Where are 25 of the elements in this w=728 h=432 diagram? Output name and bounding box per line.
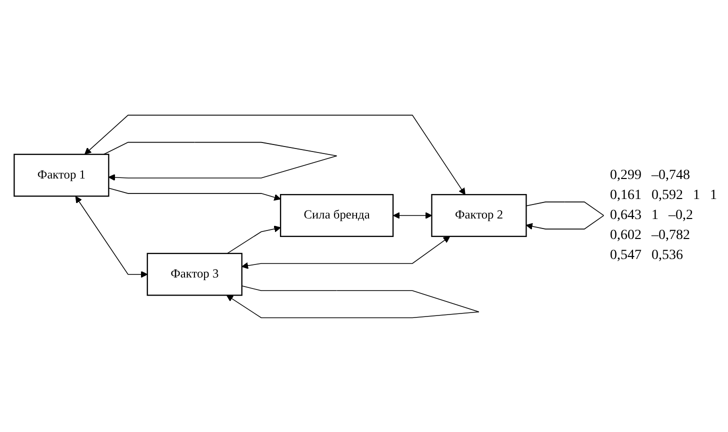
coefficient-label: 1 (710, 188, 717, 204)
node-box: Фактор 3 (146, 252, 242, 296)
arrow (526, 201, 604, 230)
coefficient-label: 0,161 (610, 188, 642, 204)
node-box: Фактор 2 (431, 194, 527, 237)
arrow (75, 196, 148, 278)
coefficient-label: 0,602 (610, 228, 642, 244)
arrow (393, 212, 432, 218)
coefficient-label: –0,782 (652, 228, 690, 244)
arrow (226, 285, 480, 318)
arrow (226, 225, 281, 254)
coefficient-label: 0,592 (652, 188, 683, 204)
coefficient-label: 0,299 (610, 168, 642, 184)
coefficient-label: –0,2 (668, 208, 693, 224)
coefficient-label: 1 (693, 188, 700, 204)
coefficient-label: –0,748 (652, 168, 690, 184)
coefficient-label: 0,643 (610, 208, 642, 224)
node-box: Фактор 1 (14, 153, 110, 196)
arrow (84, 114, 466, 194)
coefficient-label: 0,547 (610, 248, 642, 264)
coefficient-label: 1 (652, 208, 658, 224)
arrow (242, 236, 450, 269)
arrow (108, 187, 281, 200)
coefficient-label: 0,536 (652, 248, 683, 264)
node-box: Сила бренда (280, 194, 394, 237)
